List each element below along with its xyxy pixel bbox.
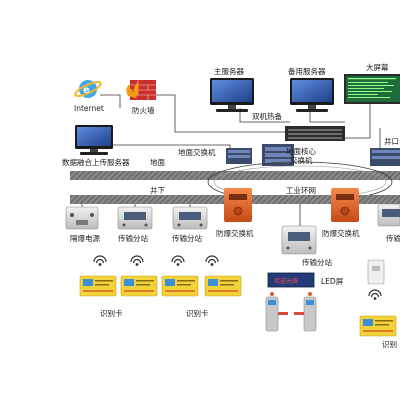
underground-label: 井下 bbox=[150, 185, 165, 195]
turnstile-icon bbox=[265, 292, 317, 332]
backup-server-computer-icon bbox=[290, 78, 334, 112]
transmission-substation-3-label: 传输分站 bbox=[302, 257, 332, 267]
internet-icon: e bbox=[74, 80, 102, 98]
led-screen-text: 欢迎光临 bbox=[274, 277, 298, 285]
big-screen-icon bbox=[344, 74, 400, 104]
explosion-proof-switch-1-icon bbox=[224, 188, 252, 222]
ground-core-switch-icon bbox=[262, 144, 294, 166]
industrial-ring-label: 工业环网 bbox=[286, 185, 316, 195]
backup-server-label: 备用服务器 bbox=[288, 66, 326, 76]
transmission-substation-right-icon bbox=[377, 203, 400, 227]
internet-label: Internet bbox=[74, 104, 104, 113]
ground-label: 地面 bbox=[150, 157, 165, 167]
id-card-right-label: 识别 bbox=[382, 340, 397, 349]
transmission-substation-right-label: 传输 bbox=[386, 233, 400, 243]
main-server-label: 主服务器 bbox=[214, 66, 244, 76]
ground-switch-icon bbox=[226, 148, 252, 164]
transmission-substation-3-icon bbox=[281, 225, 317, 255]
explosion-proof-switch-2-label: 防爆交换机 bbox=[322, 228, 360, 238]
ground-switch-label: 地面交换机 bbox=[178, 147, 216, 157]
explosion-proof-power-label: 隔爆电源 bbox=[70, 233, 100, 243]
explosion-proof-power-box-icon bbox=[65, 206, 99, 230]
data-upload-server-computer-icon bbox=[75, 125, 113, 155]
id-card-2-label: 识别卡 bbox=[186, 308, 209, 318]
firewall-label: 防火墙 bbox=[132, 105, 155, 115]
firewall-icon bbox=[126, 80, 156, 100]
transmission-substation-1-icon bbox=[117, 206, 153, 230]
wireless-signal-icon bbox=[93, 255, 382, 300]
ground-core-switch-label-line2: 交换机 bbox=[290, 155, 313, 165]
explosion-proof-switch-2-icon bbox=[331, 188, 359, 222]
sensor-icon bbox=[367, 259, 385, 285]
well-entrance-switch-icon bbox=[370, 148, 400, 166]
transmission-substation-2-icon bbox=[172, 206, 208, 230]
well-entrance-label: 井口 bbox=[384, 136, 399, 146]
id-card-icon bbox=[79, 275, 397, 337]
ground-core-switch-label-line1: 地面核心 bbox=[286, 146, 316, 156]
ground-divider-band bbox=[70, 171, 400, 180]
server-rack-icon bbox=[285, 126, 345, 141]
led-screen-icon: 欢迎光临 bbox=[267, 272, 315, 288]
transmission-substation-1-label: 传输分站 bbox=[118, 233, 148, 243]
main-server-computer-icon bbox=[210, 78, 254, 112]
transmission-substation-2-label: 传输分站 bbox=[172, 233, 202, 243]
id-card-1-label: 识别卡 bbox=[100, 308, 123, 318]
explosion-proof-switch-1-label: 防爆交换机 bbox=[216, 228, 254, 238]
hot-standby-label: 双机热备 bbox=[252, 111, 282, 121]
big-screen-label: 大屏幕 bbox=[366, 62, 389, 72]
data-upload-server-label: 数据融合上传服务器 bbox=[62, 157, 130, 167]
led-screen-label: LED屏 bbox=[321, 277, 344, 286]
svg-text:e: e bbox=[83, 85, 90, 96]
